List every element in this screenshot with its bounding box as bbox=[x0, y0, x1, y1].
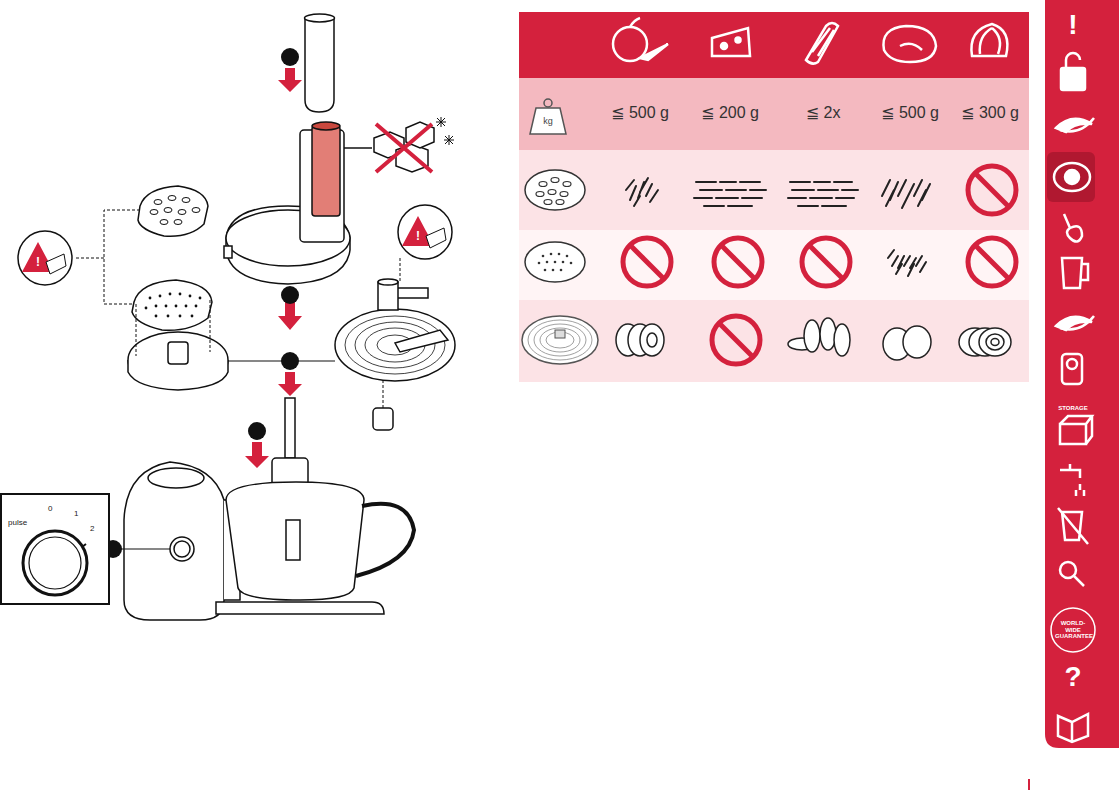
snowflakes bbox=[436, 117, 454, 145]
dial-drawing bbox=[2, 495, 108, 603]
disc-icons bbox=[522, 170, 598, 364]
assembly-illustration bbox=[124, 14, 455, 620]
page-tick bbox=[1028, 779, 1030, 790]
leader-lines bbox=[110, 361, 335, 549]
dial-setting: 0 bbox=[48, 505, 52, 513]
prohibition-signs bbox=[623, 166, 1016, 364]
max-quantity: ≦ 300 g bbox=[961, 104, 1019, 122]
ice-cross bbox=[376, 124, 432, 172]
max-quantity: ≦ 200 g bbox=[701, 104, 759, 122]
fine-holes bbox=[145, 293, 202, 318]
warning-mark: ! bbox=[416, 230, 420, 243]
slice-results bbox=[616, 318, 1011, 360]
warning-mark: ! bbox=[36, 256, 40, 269]
dial-setting: 1 bbox=[74, 510, 78, 518]
food-icons bbox=[613, 18, 1007, 64]
max-quantity: ≦ 500 g bbox=[611, 104, 669, 122]
tab-icon-text: WORLD-WIDE GUARANTEE bbox=[1055, 620, 1091, 640]
tab-bar bbox=[1045, 0, 1119, 748]
tab-icon-mark: ? bbox=[1064, 662, 1081, 693]
callout-dots bbox=[104, 48, 299, 558]
grater-holes bbox=[150, 196, 200, 225]
red-arrows bbox=[245, 68, 302, 468]
dial-setting: 2 bbox=[90, 525, 94, 533]
max-quantity: ≦ 2x bbox=[806, 104, 841, 122]
tab-icon-text: STORAGE bbox=[1058, 405, 1088, 412]
bracket-lines bbox=[74, 210, 400, 408]
food-table bbox=[519, 12, 1029, 382]
weight-unit: kg bbox=[543, 117, 553, 127]
tab-icon-mark: ! bbox=[1068, 10, 1077, 41]
weight-icon bbox=[530, 108, 566, 134]
warning-icons bbox=[18, 205, 452, 285]
max-quantity: ≦ 500 g bbox=[881, 104, 939, 122]
tab-icons bbox=[1047, 53, 1095, 742]
dial-inset-box: pulse 0 1 2 bbox=[0, 493, 110, 605]
dial-mode: pulse bbox=[8, 519, 27, 527]
